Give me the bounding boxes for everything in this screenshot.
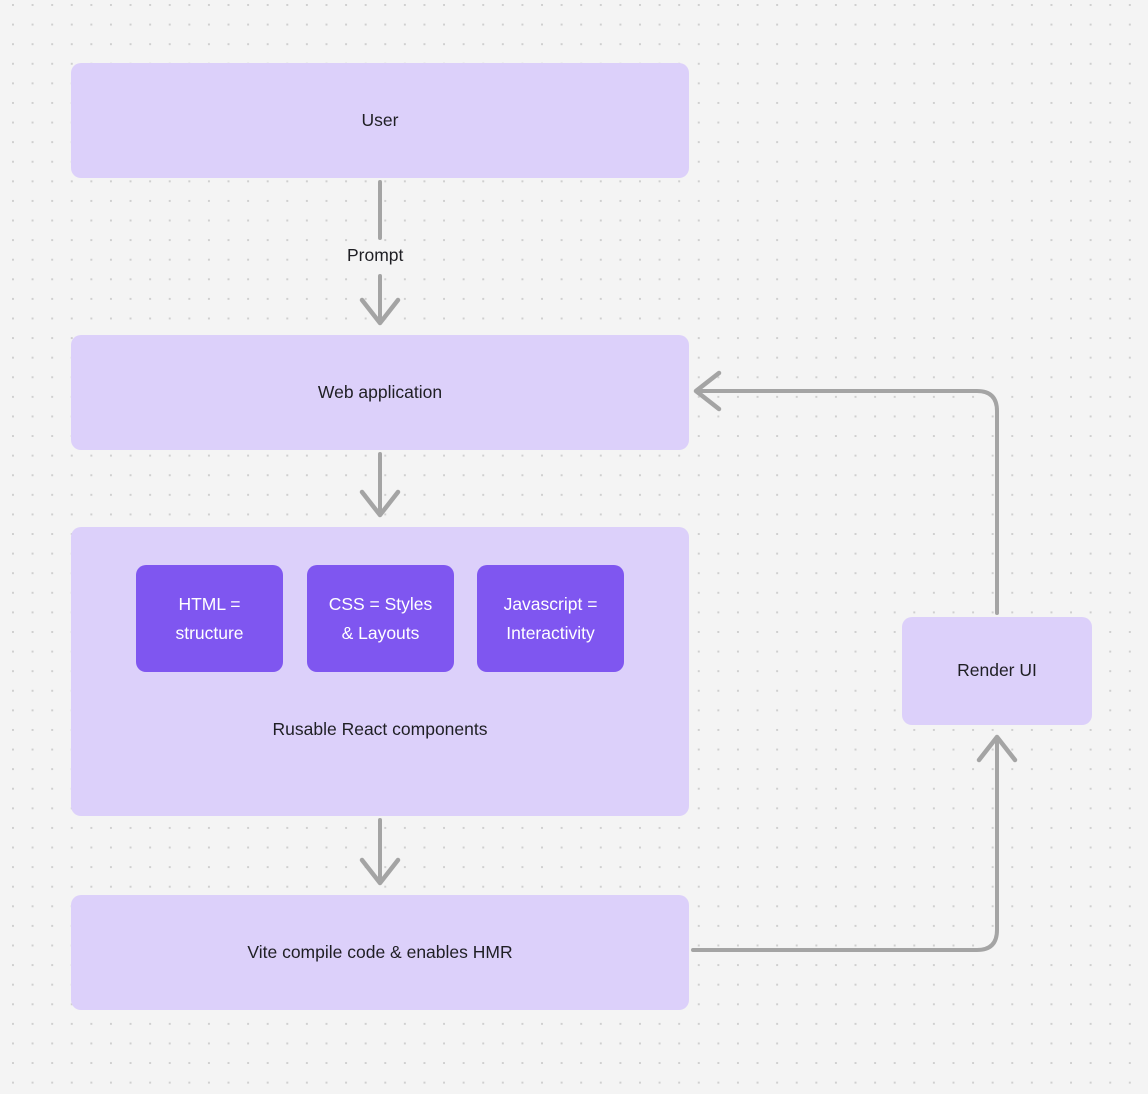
- node-reusable-react-components[interactable]: HTML = structure CSS = Styles & Layouts …: [71, 527, 689, 816]
- node-web-application-label: Web application: [317, 381, 443, 402]
- chip-html-label: HTML = structure: [175, 590, 243, 647]
- chip-html-line2: structure: [175, 622, 244, 643]
- chip-html[interactable]: HTML = structure: [136, 565, 283, 672]
- chip-javascript-line1: Javascript =: [503, 594, 598, 615]
- node-vite-label: Vite compile code & enables HMR: [247, 941, 513, 962]
- node-render-ui-label: Render UI: [957, 660, 1037, 681]
- node-user[interactable]: User: [71, 63, 689, 178]
- chip-javascript[interactable]: Javascript = Interactivity: [477, 565, 624, 672]
- chip-css-line2: & Layouts: [341, 622, 420, 643]
- chip-javascript-label: Javascript = Interactivity: [504, 590, 598, 647]
- chip-javascript-line2: Interactivity: [506, 622, 595, 643]
- node-web-application[interactable]: Web application: [71, 335, 689, 450]
- components-caption: Rusable React components: [272, 719, 488, 739]
- chip-css-label: CSS = Styles & Layouts: [329, 590, 433, 647]
- chip-html-line1: HTML =: [178, 594, 241, 615]
- node-user-label: User: [361, 109, 399, 130]
- edge-label-prompt: Prompt: [340, 244, 411, 267]
- node-render-ui[interactable]: Render UI: [902, 617, 1092, 725]
- chip-css-line1: CSS = Styles: [328, 594, 433, 615]
- chip-css[interactable]: CSS = Styles & Layouts: [307, 565, 454, 672]
- node-vite[interactable]: Vite compile code & enables HMR: [71, 895, 689, 1010]
